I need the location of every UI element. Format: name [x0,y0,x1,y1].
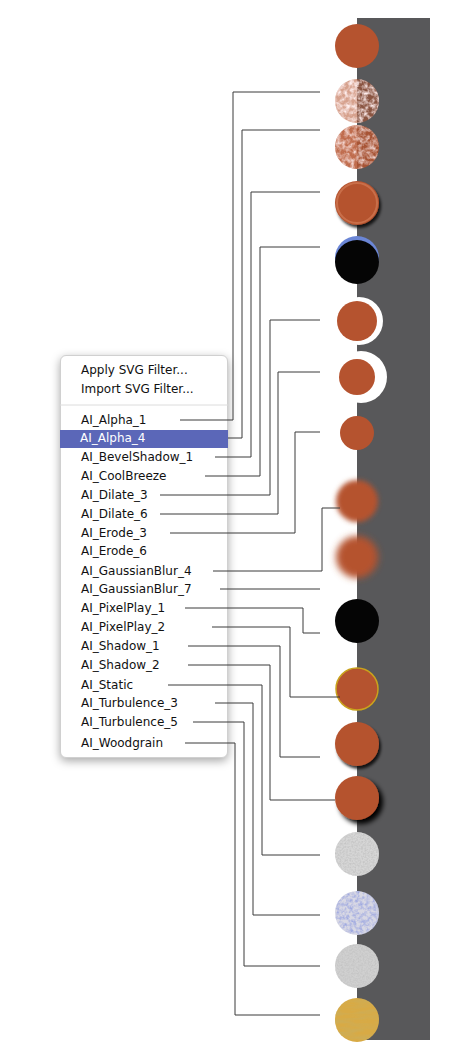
menu-item: AI_Turbulence_5 [81,715,178,730]
menu-item: AI_Erode_6 [81,544,147,559]
turbulence-texture [335,891,379,935]
menu-item: AI_Shadow_1 [81,639,160,654]
static-circle [335,832,379,876]
menu-item: AI_PixelPlay_1 [81,601,165,616]
static-texture [335,832,379,876]
turbulence-circle [335,891,379,935]
menu-item: AI_Erode_3 [81,526,147,541]
pixelplay-circle [336,668,378,710]
pixelplay-circle [335,599,379,643]
coolbreeze-rim [335,236,379,280]
leader-line [228,130,320,438]
leader-line [193,722,320,966]
leader-line [212,627,340,697]
menu-item: AI_Dilate_6 [81,507,148,522]
turbulence-texture [335,944,379,988]
dilate-circle [339,359,375,395]
dilate-halo [335,351,387,403]
leader-line [215,192,320,457]
menu-item: AI_BevelShadow_1 [81,450,193,465]
leader-line [215,703,320,915]
erode-circle [340,416,374,450]
menu-item: AI_GaussianBlur_7 [81,582,192,597]
backdrop-strip [357,18,430,1040]
menu-item: AI_GaussianBlur_4 [81,564,192,579]
dilate-circle [337,301,377,341]
turbulence-circle [335,944,379,988]
alpha-texture [335,125,379,169]
leader-line [185,743,320,1015]
menu-item: AI_PixelPlay_2 [81,620,165,635]
alpha-circle [335,79,379,123]
alpha-circle [335,125,379,169]
bevel-circle [335,181,379,225]
menu-item: AI_CoolBreeze [81,469,167,484]
menu-item: AI_Alpha_1 [81,413,147,428]
blur-circle [336,536,378,578]
dilate-halo [335,297,383,345]
woodgrain-circle [335,998,379,1042]
leader-line [220,589,320,590]
alpha-texture [335,79,379,123]
woodgrain-texture [335,998,379,1042]
leader-line [213,508,340,571]
popup-menu: Apply SVG Filter... Import SVG Filter... A… [60,355,228,758]
blur-circle [336,480,378,522]
plain-circle [335,24,379,68]
menu-item: Apply SVG Filter... [81,363,188,378]
menu-item: AI_Woodgrain [81,736,163,751]
menu-item: AI_Shadow_2 [81,658,160,673]
menu-item: AI_Alpha_4 [80,431,146,446]
bevel-edge [337,183,377,223]
menu-item: AI_Static [81,678,133,693]
menu-item: AI_Turbulence_3 [81,696,178,711]
shadow-circle [335,722,379,766]
menu-item: Import SVG Filter... [81,382,194,397]
coolbreeze-circle [335,240,379,284]
highlighted-menu-item: AI_Alpha_4 [60,430,228,448]
menu-item: AI_Dilate_3 [81,488,148,503]
shadow-circle [335,776,379,820]
